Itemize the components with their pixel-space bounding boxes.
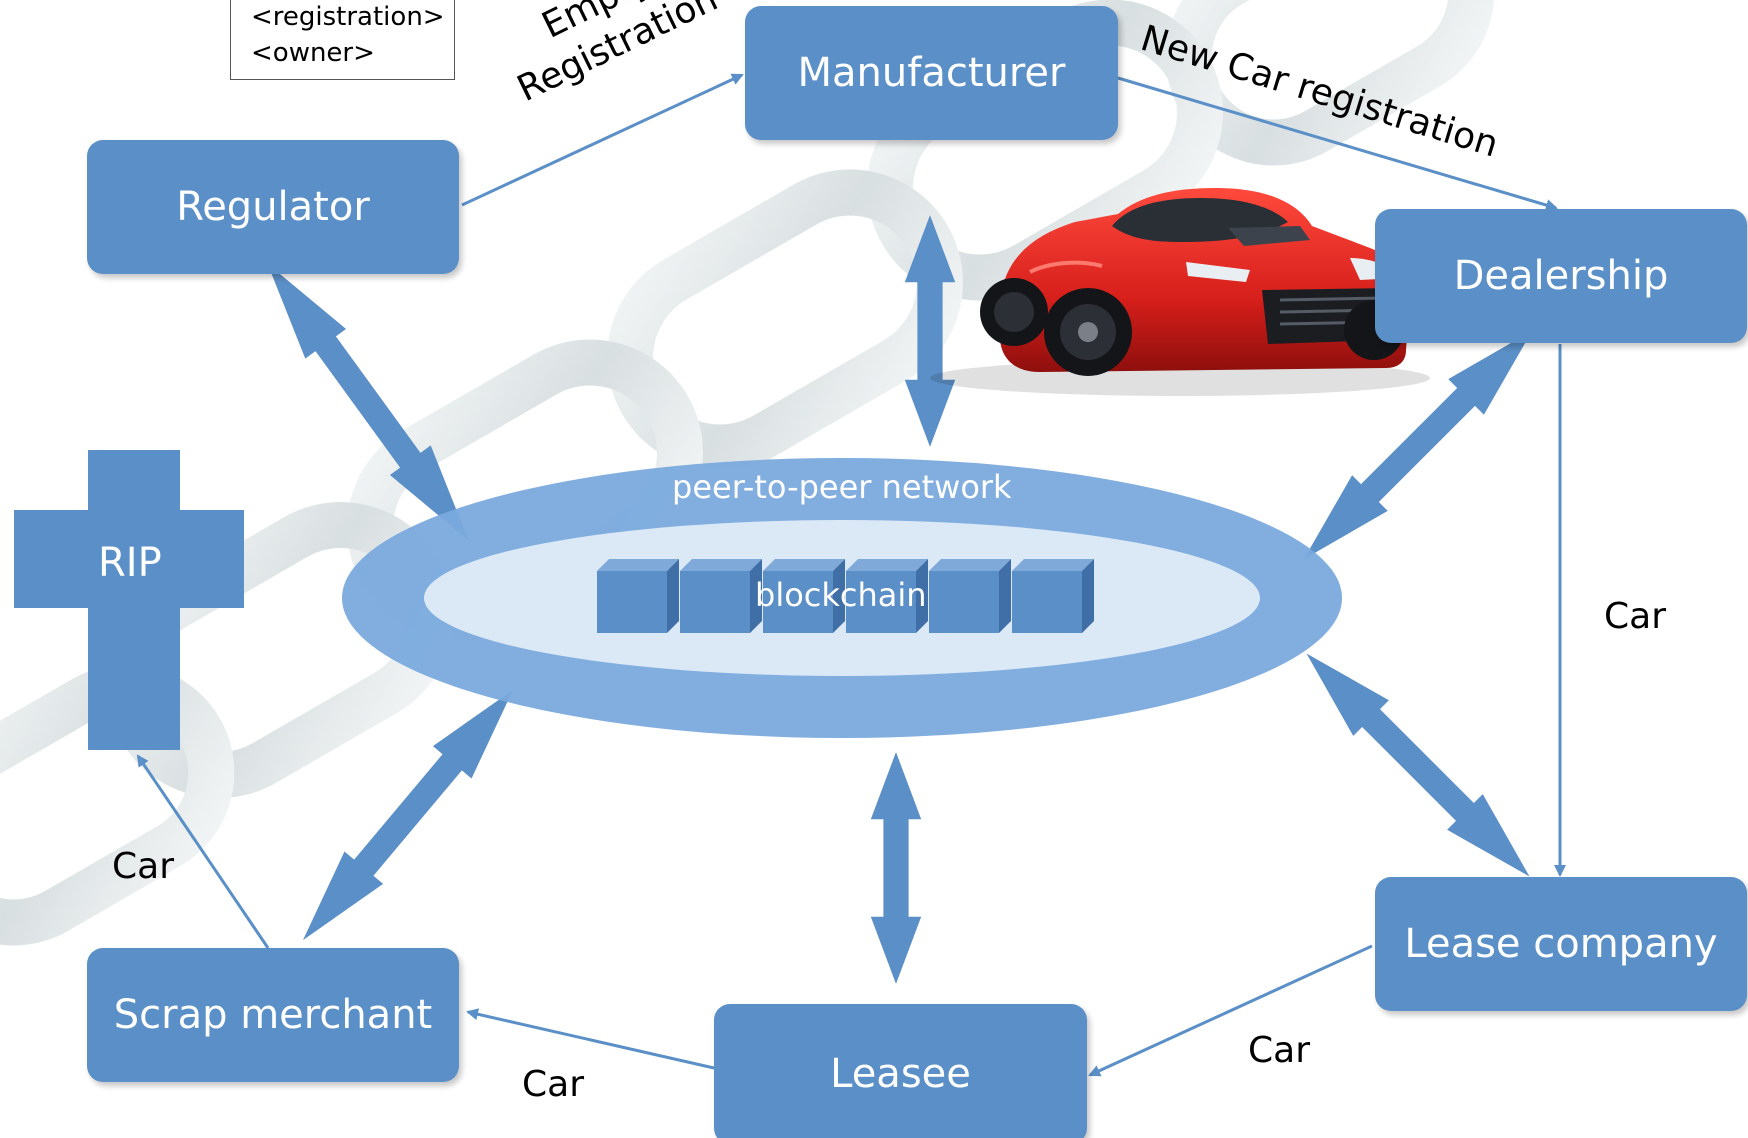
- connector-leasee-scrap: [466, 1008, 715, 1070]
- note-line-registration: <registration>: [251, 2, 445, 32]
- edge-label-scrap-car: Car: [112, 846, 174, 887]
- blockchain-block: [597, 559, 679, 633]
- node-manufacturer[interactable]: Manufacturer: [745, 6, 1118, 140]
- node-leasee[interactable]: Leasee: [714, 1004, 1087, 1138]
- connector-manufacturer-dealership: [1117, 76, 1558, 211]
- edge-label-leasecompany-car: Car: [1248, 1030, 1310, 1071]
- link-dealership-network: [1303, 330, 1533, 560]
- node-dealership[interactable]: Dealership: [1375, 209, 1747, 343]
- node-lease-company[interactable]: Lease company: [1375, 877, 1747, 1011]
- connector-regulator-manufacturer: [461, 73, 744, 207]
- network-ring-label: peer-to-peer network: [672, 468, 1012, 506]
- connector-leasecompany-leasee: [1088, 944, 1373, 1077]
- blockchain-block: [680, 559, 762, 633]
- rip-cross: [14, 450, 244, 750]
- link-manufacturer-network: [904, 215, 956, 447]
- blockchain-block: [846, 559, 928, 633]
- sports-car-illustration: [930, 188, 1430, 396]
- network-links: [267, 215, 1533, 984]
- blockchain-label: blockchain: [755, 576, 927, 614]
- registration-spec-note: <registration> <owner>: [230, 0, 455, 80]
- note-line-owner: <owner>: [251, 38, 375, 68]
- link-scrap-network: [302, 689, 514, 941]
- blockchain-block: [929, 559, 1011, 633]
- node-regulator[interactable]: Regulator: [87, 140, 459, 274]
- link-leasee-network: [870, 752, 922, 984]
- rip-label: RIP: [98, 540, 162, 586]
- flow-connectors: [136, 73, 1566, 1077]
- link-regulator-network: [267, 263, 469, 541]
- blockchain-block: [1012, 559, 1094, 633]
- blockchain-blocks: [597, 559, 1094, 633]
- edge-label-leasee-car: Car: [522, 1064, 584, 1105]
- edge-label-dealership-car: Car: [1604, 596, 1666, 637]
- node-scrap-merchant[interactable]: Scrap merchant: [87, 948, 459, 1082]
- blockchain-block: [763, 559, 845, 633]
- link-leasecompany-network: [1306, 653, 1530, 877]
- connector-scrap-rip: [136, 754, 270, 949]
